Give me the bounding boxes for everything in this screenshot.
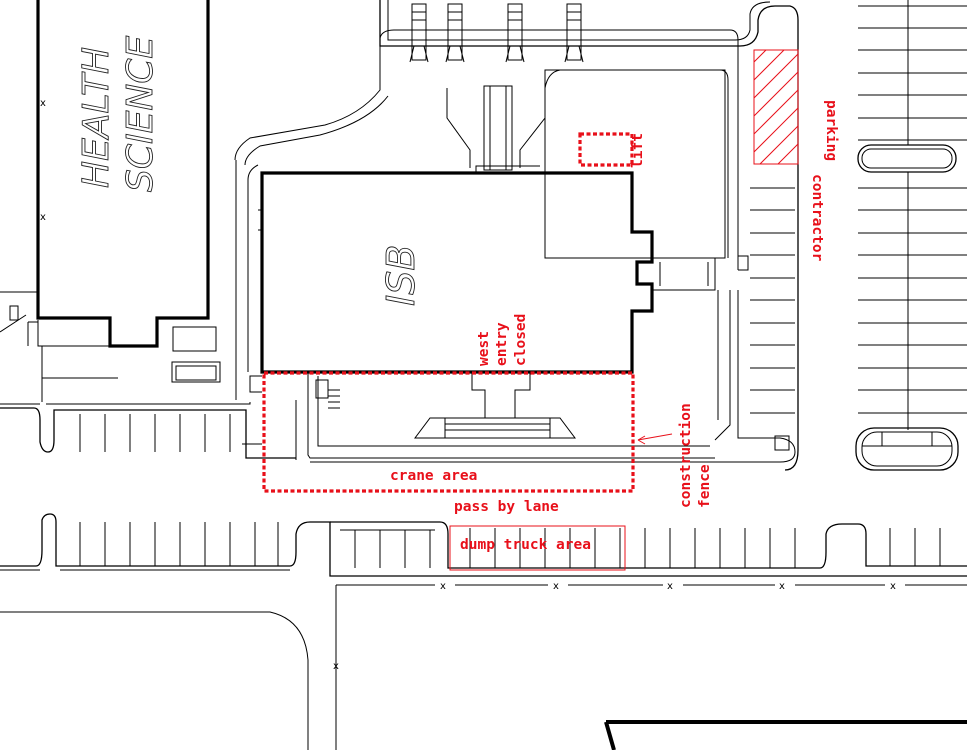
dump-truck-zone — [449, 525, 626, 571]
south-parking-row — [0, 513, 967, 577]
south-lot: x x x x x x — [0, 581, 967, 750]
fence-x: x — [890, 581, 896, 592]
construction-fence-label-line2: fence — [697, 464, 713, 508]
construction-fence-pointer — [637, 433, 673, 441]
construction-fence-label-line1: construction — [678, 403, 694, 508]
isb-building: ISB — [258, 165, 654, 374]
walkways-and-curbs — [234, 29, 796, 463]
crane-area-zone — [262, 371, 635, 493]
health-science-label-line1: HEALTH — [76, 47, 117, 188]
north-parking-rows — [379, 0, 799, 471]
fence-x: x — [779, 581, 785, 592]
west-parking-stalls — [0, 400, 297, 460]
fence-x: x — [553, 581, 559, 592]
fence-x: x — [40, 212, 46, 223]
fence-x: x — [667, 581, 673, 592]
pass-by-lane-label: pass by lane — [454, 499, 559, 515]
lift-label: lift — [630, 133, 646, 168]
contractor-parking-label-line1: contractor — [809, 174, 825, 262]
isb-label: ISB — [379, 245, 423, 306]
health-science-building: x x HEALTH SCIENCE — [0, 0, 221, 402]
contractor-parking-label-line2: parking — [823, 100, 839, 161]
west-entry-label-line2: entry — [494, 322, 510, 366]
crane-area-label: crane area — [390, 468, 477, 484]
west-entry-label-line3: closed — [513, 314, 529, 366]
fence-x: x — [333, 661, 339, 672]
east-parking-stalls — [750, 0, 967, 471]
health-science-label-line2: SCIENCE — [120, 36, 161, 192]
contractor-parking-zone — [753, 49, 799, 165]
lift-zone — [578, 132, 634, 167]
west-entry-label-line1: west — [476, 331, 492, 366]
construction-annotations: lift contractor parking west entry close… — [262, 49, 839, 571]
fence-x: x — [40, 98, 46, 109]
fence-x: x — [440, 581, 446, 592]
dump-truck-area-label: dump truck area — [460, 537, 591, 553]
